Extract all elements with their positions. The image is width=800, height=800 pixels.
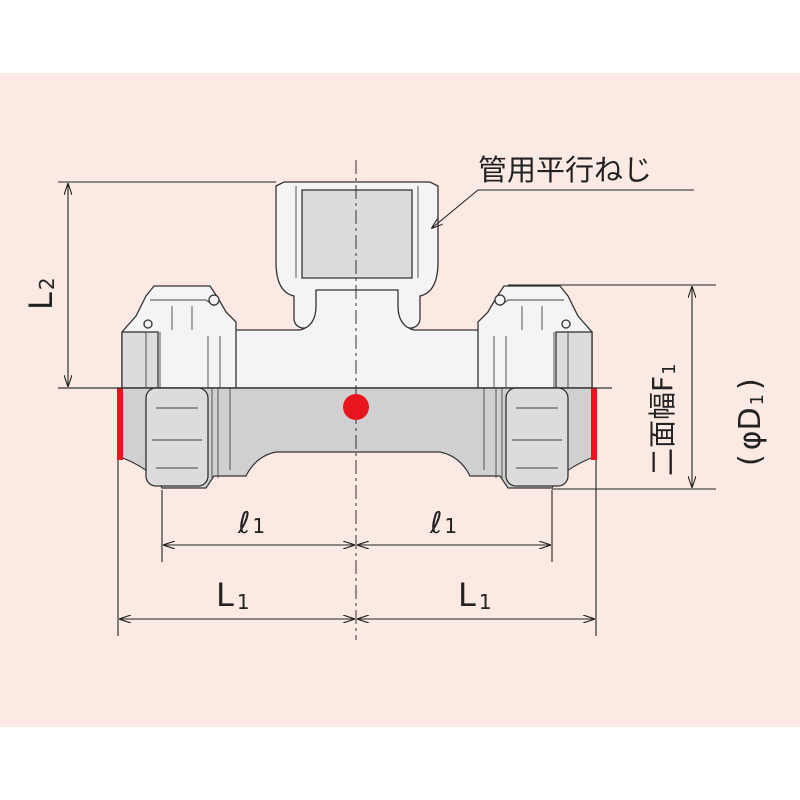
dim-L2 bbox=[58, 181, 276, 386]
left-hex-nut bbox=[145, 387, 209, 487]
center-marker bbox=[343, 394, 369, 420]
right-hex-nut bbox=[505, 387, 569, 487]
svg-text:(φD1): (φD1) bbox=[733, 378, 768, 466]
F1-label: 二面幅F1 bbox=[646, 363, 680, 476]
right-seal bbox=[591, 388, 597, 460]
dim-F1-D1 bbox=[508, 284, 716, 490]
thread-leader bbox=[432, 189, 479, 228]
D1-label: (φD1) bbox=[733, 378, 768, 466]
svg-text:L2: L2 bbox=[22, 277, 60, 310]
left-seal bbox=[117, 388, 123, 460]
L2-label: L2 bbox=[22, 277, 60, 310]
thread-label: 管用平行ねじ bbox=[478, 153, 652, 187]
thread-bore bbox=[301, 189, 413, 279]
left-union-nut bbox=[121, 285, 237, 389]
svg-text:二面幅F1: 二面幅F1 bbox=[646, 363, 680, 476]
right-union-nut bbox=[477, 285, 593, 389]
fitting-upper-half bbox=[121, 181, 593, 389]
